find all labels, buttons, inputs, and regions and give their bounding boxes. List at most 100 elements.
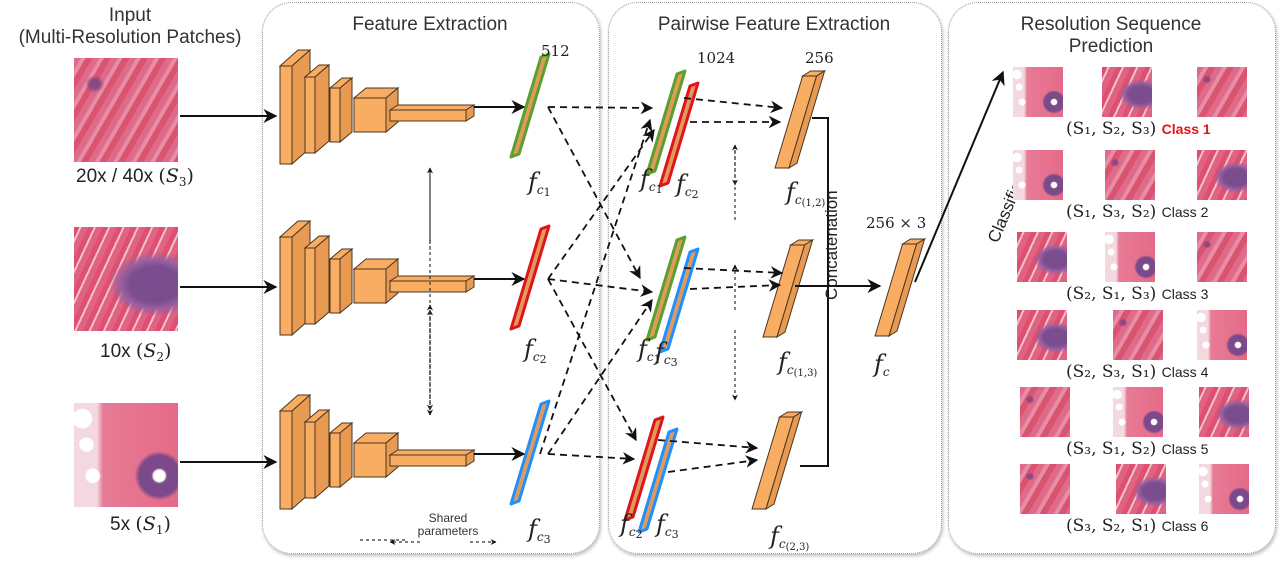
scale-subscript: 3 — [178, 175, 187, 189]
fc-block — [388, 449, 476, 467]
pair-output-label: fc(2,3) — [770, 522, 810, 553]
scale-subscript: 2 — [156, 350, 165, 364]
class-name: Class 4 — [1161, 364, 1209, 380]
input-patch-s3 — [74, 58, 178, 162]
class-name: Class 3 — [1161, 286, 1209, 302]
class-label: (S₁, S₂, S₃) Class 1 — [1066, 119, 1211, 139]
classification-arrow — [914, 70, 1005, 283]
magnification-label: 20x / 40x — [76, 166, 154, 187]
conv-block — [303, 63, 331, 155]
sequence-tuple: (S₁, S₂, S₃) — [1066, 119, 1162, 139]
conv-block — [328, 76, 354, 144]
pair-out-dim-label: 256 — [805, 49, 834, 67]
feature-flow-arrow — [547, 278, 654, 297]
final-dim-label: 256 × 3 — [866, 214, 927, 232]
sequence-tuple: (S₃, S₁, S₂) — [1066, 439, 1162, 459]
sequence-patch — [1197, 232, 1247, 282]
sequence-patch — [1113, 387, 1163, 437]
sequence-patch — [1020, 464, 1070, 514]
pair-output-label: fc(1,3) — [778, 348, 818, 379]
pair-output-1-2 — [774, 69, 827, 170]
sequence-patch — [1102, 67, 1152, 117]
fc-block — [388, 275, 476, 293]
pair-vector-left-2 — [645, 235, 687, 342]
class-label: (S₁, S₃, S₂) Class 2 — [1066, 202, 1208, 222]
cnn-encoder-2 — [278, 219, 476, 337]
shared-line1: Shared — [428, 511, 468, 525]
feature-vector-c1 — [509, 52, 551, 159]
sequence-patch — [1116, 464, 1166, 514]
shared-parameters-label: Shared parameters — [408, 512, 488, 538]
feature-label-c1: fc1 — [528, 168, 551, 199]
class-label: (S₂, S₁, S₃) Class 3 — [1066, 284, 1208, 304]
pair-vector-right-3 — [637, 427, 679, 534]
feature-extraction-panel — [262, 2, 600, 554]
prediction-title-line1: Resolution Sequence — [1020, 14, 1202, 35]
conv-block — [303, 234, 331, 326]
scale-symbol: S — [165, 165, 179, 187]
pair-output-2-3 — [751, 410, 804, 511]
pair-input-label: fc1 — [640, 165, 663, 196]
class-label: (S₂, S₃, S₁) Class 4 — [1066, 362, 1208, 382]
feature-label-c3: fc3 — [528, 515, 551, 546]
conv-block — [303, 408, 331, 500]
sequence-patch — [1197, 310, 1247, 360]
sequence-patch — [1199, 464, 1249, 514]
conv-block — [328, 421, 354, 489]
sequence-patch — [1013, 150, 1063, 200]
pair-vector-right-1 — [658, 81, 700, 188]
class-label: (S₃, S₂, S₁) Class 6 — [1066, 516, 1208, 536]
input-label-s3: 20x / 40x (S3) — [76, 165, 194, 189]
final-feature-label: fc — [874, 350, 890, 379]
sequence-patch — [1017, 310, 1067, 360]
pair-output-label: fc(1,2) — [786, 178, 826, 209]
feature-flow-arrow — [539, 118, 653, 455]
sequence-tuple: (S₂, S₃, S₁) — [1066, 362, 1162, 382]
concatenation-bracket — [800, 117, 829, 467]
input-label-s2: 10x (S2) — [100, 340, 172, 364]
input-patch-s1 — [74, 403, 178, 507]
pair-flow-arrow-2 — [689, 279, 782, 292]
feature-flow-arrow — [547, 452, 636, 465]
class-name: Class 6 — [1161, 518, 1209, 534]
concatenation-label: Concatenation — [822, 190, 841, 300]
cnn-encoder-3 — [278, 393, 476, 511]
sequence-patch — [1105, 232, 1155, 282]
feature-dim-label: 512 — [541, 42, 570, 60]
pairwise-title: Pairwise Feature Extraction — [657, 14, 891, 35]
class-name: Class 2 — [1161, 204, 1209, 220]
sequence-patch — [1197, 150, 1247, 200]
sequence-tuple: (S₂, S₁, S₃) — [1066, 284, 1162, 304]
input-label-s1: 5x (S1) — [110, 513, 171, 537]
class-name: Class 1 — [1161, 121, 1211, 137]
magnification-label: 10x — [100, 341, 131, 362]
sequence-patch — [1013, 67, 1063, 117]
pair-flow-arrow-2 — [683, 266, 784, 279]
pair-flow-arrow-3 — [657, 439, 759, 454]
sequence-patch — [1105, 150, 1155, 200]
final-feature-vector — [874, 237, 927, 338]
shared-line2: parameters — [417, 524, 479, 538]
pair-vector-left-3 — [623, 415, 665, 522]
pair-flow-arrow-3 — [667, 455, 759, 473]
class-name: Class 5 — [1161, 441, 1209, 457]
input-title-line2: (Multi-Resolution Patches) — [18, 27, 242, 48]
class-label: (S₃, S₁, S₂) Class 5 — [1066, 439, 1208, 459]
feature-flow-arrow — [547, 106, 641, 280]
cnn-encoder-1 — [278, 48, 476, 166]
pairwise-feature-extraction-panel — [608, 2, 942, 554]
sequence-patch — [1017, 232, 1067, 282]
pair-input-label: fc1 — [638, 335, 661, 366]
pair-input-label: fc2 — [620, 510, 643, 541]
prediction-title-line2: Prediction — [1068, 36, 1154, 57]
fc-block — [388, 104, 476, 122]
input-patch-s2 — [74, 227, 178, 331]
scale-symbol: S — [143, 340, 157, 362]
conv-block — [328, 247, 354, 315]
pair-vector-left-1 — [645, 69, 687, 176]
feature-flow-arrow — [547, 128, 655, 280]
feature-flow-arrow — [547, 298, 653, 455]
prediction-title: Resolution Sequence Prediction — [948, 14, 1274, 58]
feature-flow-arrow — [547, 278, 637, 442]
